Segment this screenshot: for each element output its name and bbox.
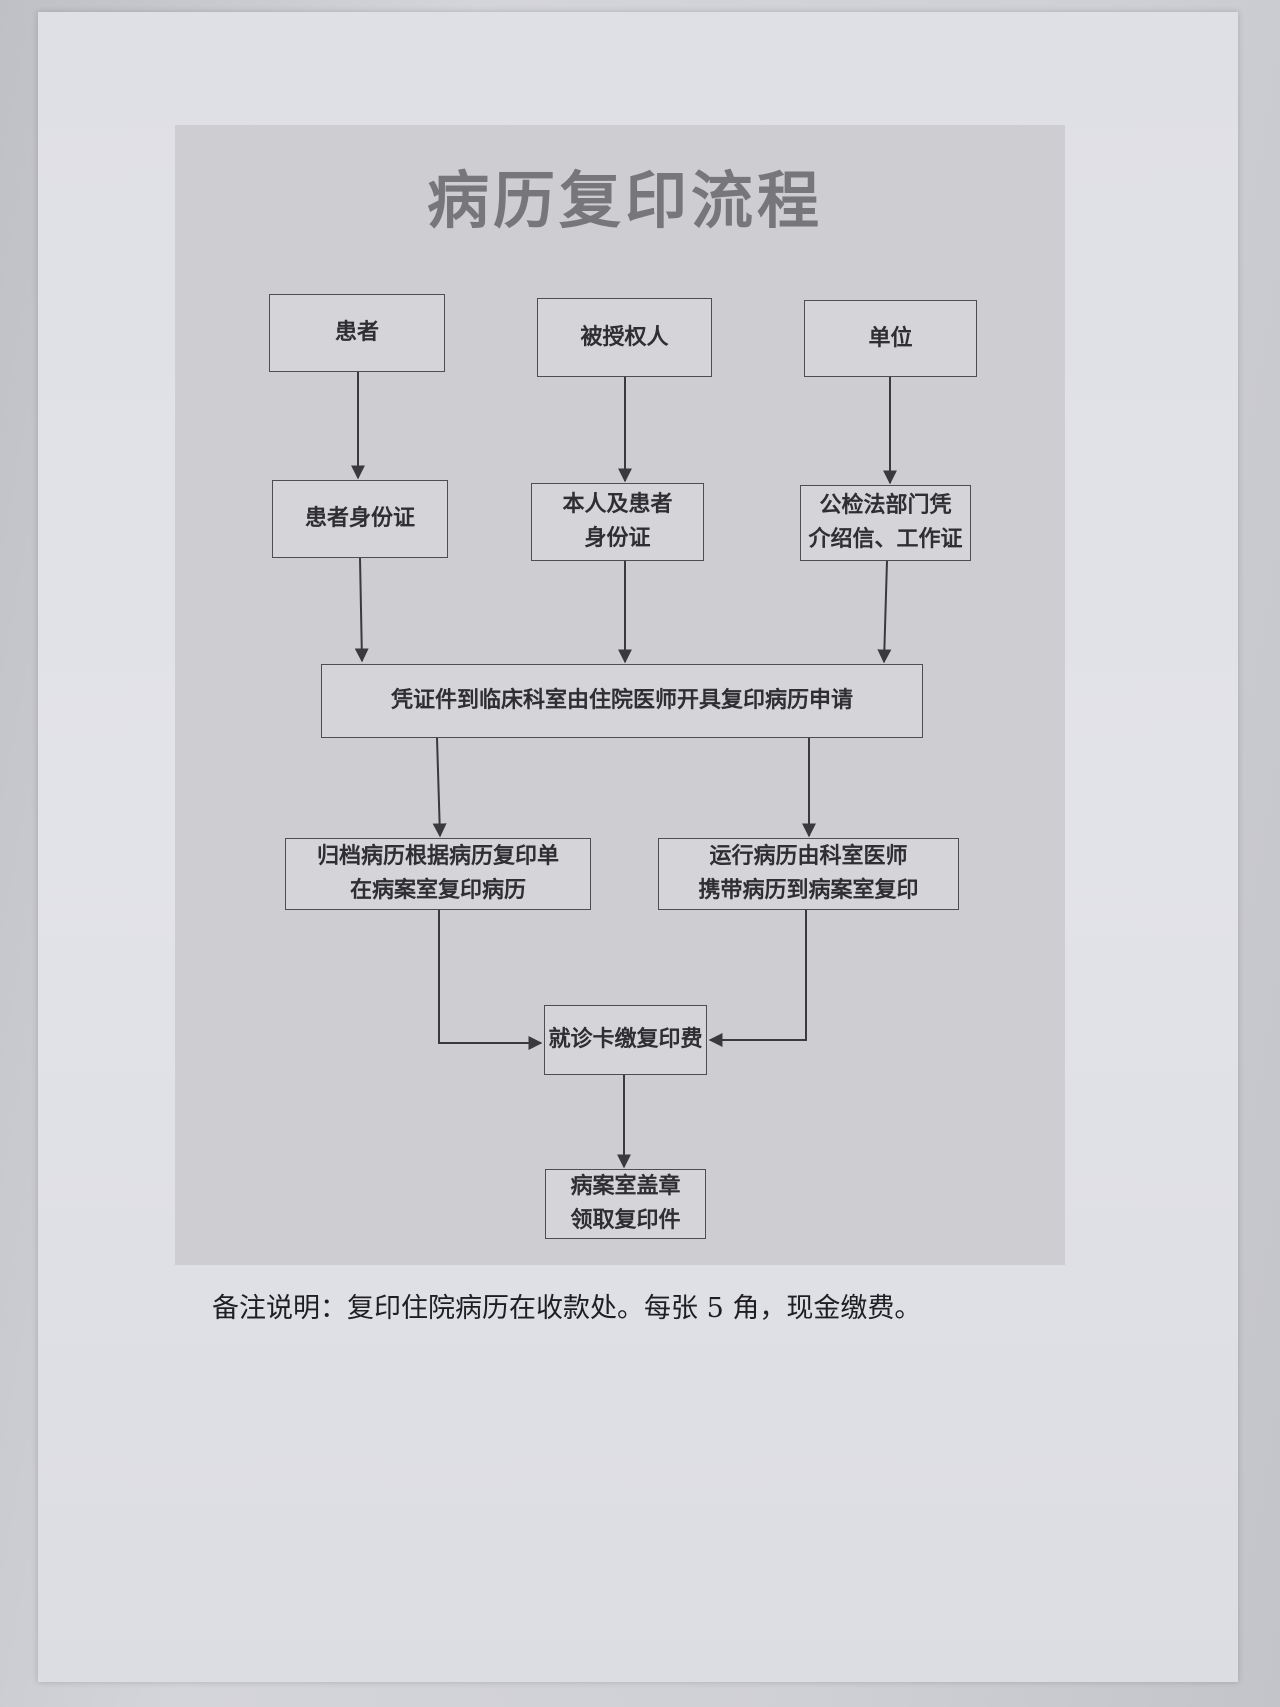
box-archived-record-line1: 归档病历根据病历复印单	[316, 844, 559, 869]
box-letter-and-work-id-line1: 公检法部门凭	[819, 493, 952, 518]
arrow-patient-id-to-apply	[354, 557, 369, 663]
box-pay-fee: 就诊卡缴复印费	[544, 1005, 707, 1075]
box-self-and-patient-id: 本人及患者 身份证	[531, 483, 704, 561]
box-apply-copy-label: 凭证件到临床科室由住院医师开具复印病历申请	[390, 688, 853, 713]
box-pay-fee-label: 就诊卡缴复印费	[548, 1027, 703, 1052]
box-patient-id-label: 患者身份证	[304, 506, 415, 531]
arrow-running-to-pay	[708, 910, 807, 1047]
box-running-record-line2: 携带病历到病案室复印	[698, 878, 919, 903]
remark-note: 备注说明：复印住院病历在收款处。每张 5 角，现金缴费。	[212, 1293, 922, 1324]
box-stamp-collect-line2: 领取复印件	[570, 1208, 681, 1233]
box-patient: 患者	[269, 294, 445, 372]
box-apply-copy: 凭证件到临床科室由住院医师开具复印病历申请	[321, 664, 923, 738]
box-authorized-person: 被授权人	[537, 298, 712, 377]
box-running-record-line1: 运行病历由科室医师	[709, 844, 908, 869]
page-title: 病历复印流程	[426, 164, 823, 237]
box-stamp-collect-line1: 病案室盖章	[570, 1174, 681, 1199]
box-running-record: 运行病历由科室医师 携带病历到病案室复印	[658, 838, 959, 910]
box-stamp-collect: 病案室盖章 领取复印件	[545, 1169, 706, 1239]
box-unit: 单位	[804, 300, 977, 377]
box-archived-record: 归档病历根据病历复印单 在病案室复印病历	[285, 838, 591, 910]
arrow-apply-to-archived	[432, 737, 447, 838]
arrow-archived-to-pay	[438, 910, 543, 1050]
box-letter-and-work-id-line2: 介绍信、工作证	[808, 527, 963, 552]
box-unit-label: 单位	[868, 325, 913, 351]
box-patient-label: 患者	[334, 320, 379, 345]
box-patient-id: 患者身份证	[272, 480, 448, 558]
arrow-letter-to-apply	[877, 560, 892, 664]
box-archived-record-line2: 在病案室复印病历	[349, 878, 526, 903]
box-letter-and-work-id: 公检法部门凭 介绍信、工作证	[800, 485, 971, 561]
box-self-and-patient-id-line1: 本人及患者	[562, 492, 673, 517]
box-authorized-person-label: 被授权人	[580, 324, 669, 350]
box-self-and-patient-id-line2: 身份证	[584, 526, 651, 551]
